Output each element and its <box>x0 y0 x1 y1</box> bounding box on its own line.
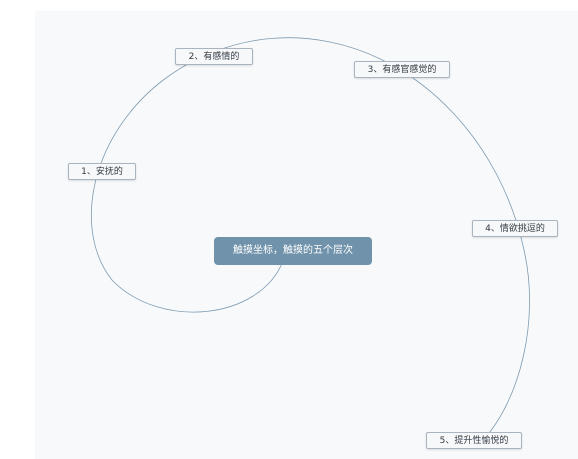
topic-node-2[interactable]: 2、有感情的 <box>175 48 253 65</box>
topic-node-1[interactable]: 1、安抚的 <box>68 163 136 180</box>
topic-node-5[interactable]: 5、提升性愉悦的 <box>426 432 522 449</box>
spiral-path <box>90 37 530 441</box>
central-topic[interactable]: 触摸坐标，触摸的五个层次 <box>214 237 372 265</box>
topic-node-3[interactable]: 3、有感官感觉的 <box>354 61 450 78</box>
topic-node-4[interactable]: 4、情欲挑逗的 <box>472 220 558 237</box>
